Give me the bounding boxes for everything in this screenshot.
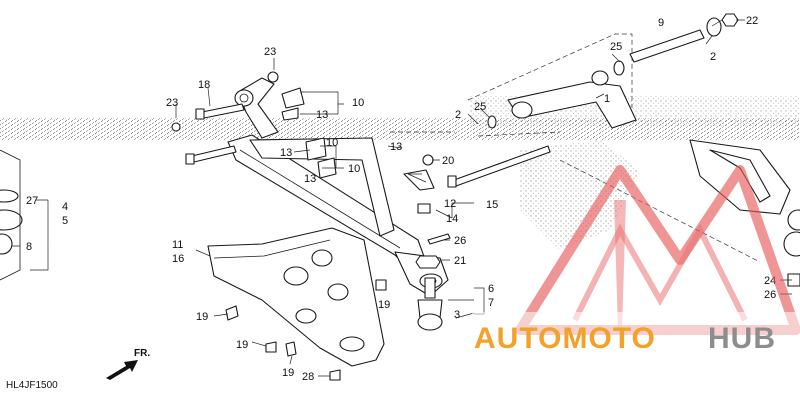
pivot-shaft-9 <box>629 13 739 63</box>
diagram-code: HL4JF1500 <box>6 380 58 391</box>
callout-16: 16 <box>172 253 184 265</box>
bushing-10-lower <box>305 137 327 161</box>
callout-14: 14 <box>446 213 458 225</box>
callout-9: 9 <box>658 17 664 29</box>
screw-19-c <box>285 341 297 357</box>
callout-2: 2 <box>710 51 716 63</box>
callout-11: 11 <box>172 239 183 251</box>
callout-10-c: 10 <box>348 163 360 175</box>
nut-23-top <box>267 71 279 83</box>
callout-25: 25 <box>610 41 622 53</box>
cotter-pin-26 <box>427 233 451 245</box>
front-direction-arrow: FR. <box>106 348 150 380</box>
front-direction-label: FR. <box>134 348 150 359</box>
callout-3: 3 <box>454 309 460 321</box>
callout-10: 10 <box>352 97 364 109</box>
callout-4: 4 <box>62 201 68 213</box>
callout-2-lower: 2 <box>455 109 461 121</box>
bushing-10-upper <box>281 87 305 109</box>
lower-a-arm <box>227 134 449 297</box>
watermark-text-automoto: AUTOMOTO <box>474 322 656 355</box>
callout-13-d: 13 <box>390 141 402 153</box>
upper-a-arm-right <box>507 70 637 129</box>
castle-nut-21 <box>415 255 441 269</box>
upper-a-arm-left <box>234 77 279 139</box>
watermark-text-hub: HUB <box>708 322 776 355</box>
callout-20: 20 <box>442 155 454 167</box>
callout-12: 12 <box>444 198 456 210</box>
callout-15: 15 <box>486 199 498 211</box>
callout-28: 28 <box>302 371 314 383</box>
callout-13-c: 13 <box>304 173 316 185</box>
watermark-text: AUTOMOTO HUB <box>472 312 800 355</box>
callout-26-right: 26 <box>764 289 776 301</box>
screw-28 <box>329 369 341 381</box>
plate-14 <box>417 203 431 214</box>
callout-19-d: 19 <box>378 299 390 311</box>
callout-5: 5 <box>62 215 68 227</box>
callout-23-left: 23 <box>166 97 178 109</box>
callout-8: 8 <box>26 241 32 253</box>
callout-19-b: 19 <box>236 339 248 351</box>
callout-18: 18 <box>198 79 210 91</box>
callout-23: 23 <box>264 46 276 58</box>
callout-1: 1 <box>604 93 610 105</box>
callout-labels: 9 22 25 2 1 23 18 10 13 23 2 25 13 10 10… <box>26 15 776 383</box>
washer-25-right <box>613 60 625 76</box>
callout-21: 21 <box>454 255 466 267</box>
scan-noise-blob <box>520 140 640 250</box>
bracket-12 <box>403 169 435 191</box>
callout-25-lower: 25 <box>474 101 486 113</box>
callout-19-c: 19 <box>282 367 294 379</box>
screw-19-b <box>265 341 277 353</box>
callout-26: 26 <box>454 235 466 247</box>
callout-10-b: 10 <box>326 137 338 149</box>
long-bolt-lower <box>447 145 551 188</box>
left-boot-stack <box>0 149 23 281</box>
ball-joint <box>417 277 443 331</box>
bolt-lower-left <box>185 145 237 165</box>
callout-27: 27 <box>26 195 38 207</box>
nut-23-left <box>171 122 181 132</box>
callout-22: 22 <box>746 15 758 27</box>
callout-7: 7 <box>488 297 494 309</box>
screw-19-d <box>375 279 387 291</box>
callout-19-a: 19 <box>196 311 208 323</box>
assembly-box-lower-arm <box>390 131 761 263</box>
leader-lines <box>12 19 792 377</box>
washer-25-left <box>487 115 497 129</box>
callout-6: 6 <box>488 283 494 295</box>
screw-19-a <box>225 305 239 321</box>
callout-13: 13 <box>316 109 328 121</box>
assembly-box-upper-arm <box>467 33 633 108</box>
callout-13-b: 13 <box>280 147 292 159</box>
bolt-18 <box>195 103 245 120</box>
nut-20 <box>422 154 434 166</box>
bushing-13-upper <box>281 107 299 121</box>
skid-plate <box>207 227 385 367</box>
